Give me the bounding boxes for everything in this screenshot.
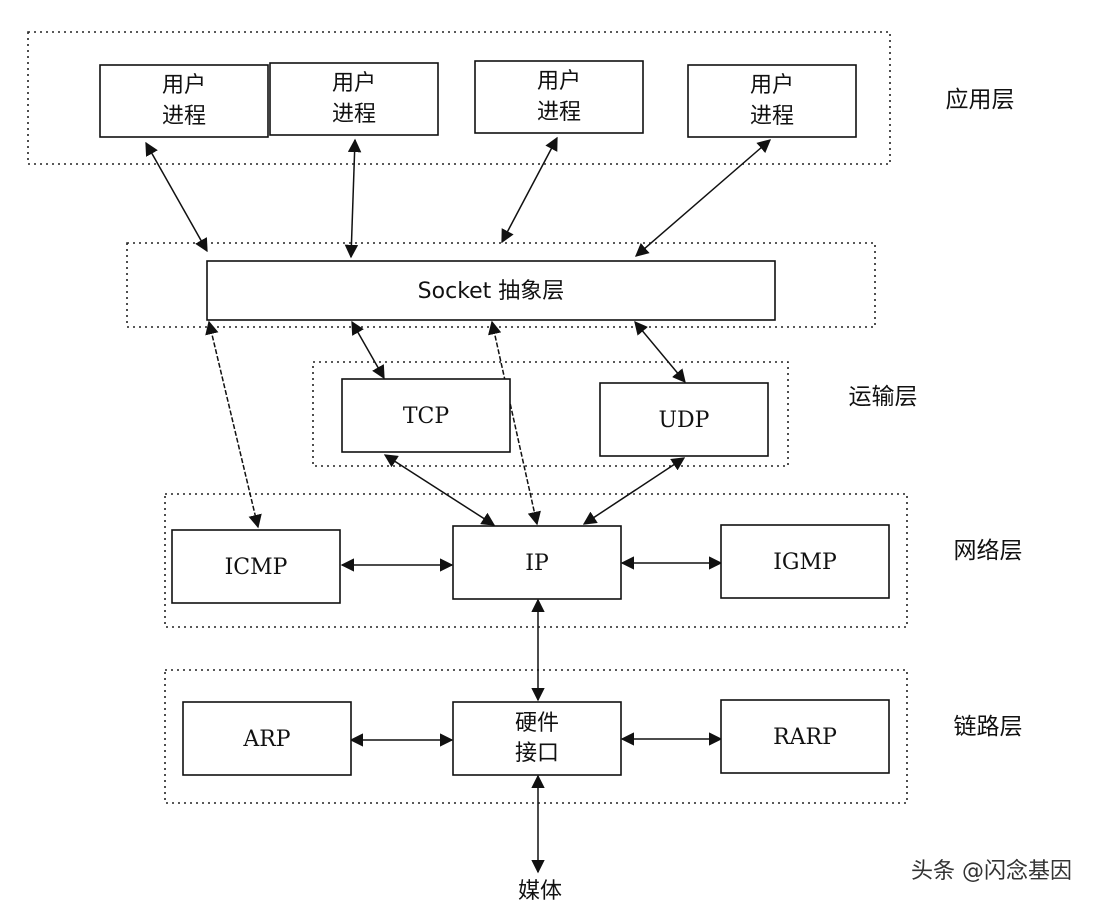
user-process-2-line-2: 进程 <box>332 102 376 127</box>
icmp-label: ICMP <box>225 555 288 580</box>
arp-box <box>182 701 352 776</box>
udp-box <box>599 382 769 457</box>
media-label: 媒体 <box>518 879 562 904</box>
edge-socket-udp <box>634 320 686 384</box>
user-process-4-line-1: 用户 <box>750 73 794 98</box>
ip-box <box>452 525 622 600</box>
link-layer-label: 链路层 <box>954 714 1023 740</box>
user-process-box-4 <box>687 64 857 138</box>
transport-layer-group <box>312 361 789 467</box>
transport-layer-label: 运输层 <box>849 384 918 410</box>
rarp-box <box>720 699 890 774</box>
socket-layer-label: Socket 抽象层 <box>418 279 565 304</box>
hardware-interface-line-2: 接口 <box>515 741 559 766</box>
tcp-box <box>341 378 511 453</box>
application-layer-label: 应用层 <box>946 87 1015 113</box>
edge-socket-ip <box>488 320 541 526</box>
user-process-3-line-1: 用户 <box>537 69 581 94</box>
user-process-4-line-2: 进程 <box>750 104 794 129</box>
edge-user3-socket <box>501 136 558 244</box>
edge-socket-icmp <box>205 320 262 529</box>
network-layer-label: 网络层 <box>954 538 1023 564</box>
watermark-text: 头条 @闪念基因 <box>911 859 1072 884</box>
edge-socket-tcp <box>351 320 385 380</box>
edges <box>145 136 772 874</box>
icmp-box <box>171 529 341 604</box>
igmp-label: IGMP <box>773 550 837 575</box>
edge-user1-socket <box>145 141 208 253</box>
tcp-label: TCP <box>403 404 450 429</box>
user-process-box-3 <box>474 60 644 134</box>
user-process-3-line-2: 进程 <box>537 100 581 125</box>
udp-label: UDP <box>659 408 710 433</box>
edge-tcp-ip <box>383 454 496 526</box>
arp-label: ARP <box>242 727 290 752</box>
application-layer-group <box>27 31 891 165</box>
user-process-box-2 <box>269 62 439 136</box>
edge-udp-ip <box>582 457 686 525</box>
user-process-box-1 <box>99 64 269 138</box>
hardware-interface-box <box>452 701 622 776</box>
edge-user2-socket <box>344 138 362 259</box>
edge-user4-socket <box>634 139 772 257</box>
user-process-1-line-2: 进程 <box>162 104 206 129</box>
ip-label: IP <box>525 551 549 576</box>
socket-layer-box <box>206 260 776 321</box>
igmp-box <box>720 524 890 599</box>
user-process-2-line-1: 用户 <box>332 71 376 96</box>
user-process-1-line-1: 用户 <box>162 73 206 98</box>
hardware-interface-line-1: 硬件 <box>515 711 559 736</box>
rarp-label: RARP <box>773 725 837 750</box>
